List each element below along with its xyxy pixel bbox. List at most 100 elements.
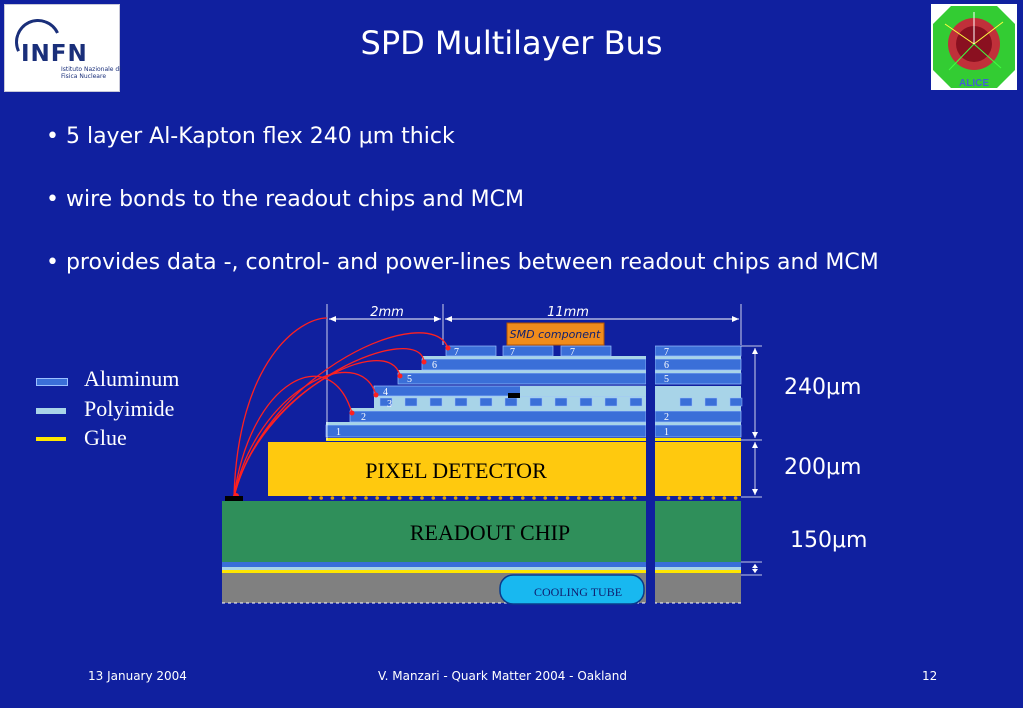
- cooling-tube-label: COOLING TUBE: [534, 585, 622, 599]
- layer-label-2r: 2: [664, 412, 669, 423]
- layer-3-trace: [529, 397, 543, 407]
- section-break: [646, 340, 655, 606]
- bump-bond: [353, 496, 357, 500]
- layer-3-trace: [379, 397, 393, 407]
- bump-bond: [375, 496, 380, 500]
- bump-bond: [588, 496, 592, 500]
- bump-bond: [364, 496, 368, 500]
- alice-logo: ALICE: [931, 4, 1017, 90]
- bus-glue-right: [655, 438, 741, 441]
- legend-swatch-polyimide: [36, 408, 66, 414]
- bump-bonds: [308, 496, 738, 500]
- bump-bond: [442, 496, 447, 500]
- bus-glue-left: [326, 438, 646, 441]
- bus-layers: [325, 345, 743, 438]
- infn-logo: INFN Istituto Nazionale di Fisica Nuclea…: [4, 4, 121, 92]
- bump-bond: [498, 496, 503, 500]
- layer-label-3: 3: [387, 399, 392, 410]
- infn-logo-subtitle: Istituto Nazionale di Fisica Nucleare: [61, 66, 121, 80]
- layer-3-trace: [554, 397, 568, 407]
- legend-label-glue: Glue: [84, 425, 127, 450]
- base-aluminum-left: [222, 562, 646, 567]
- footer-page-number: 12: [922, 669, 938, 683]
- thickness-label-bus: 240μm: [784, 375, 861, 400]
- layer-3-trace: [504, 397, 518, 407]
- cooling-base-right: [655, 573, 741, 603]
- legend-swatch-aluminum: [36, 378, 68, 386]
- base-glue-right: [655, 570, 741, 573]
- slide-title: SPD Multilayer Bus: [360, 24, 663, 62]
- bullet-3: • provides data -, control- and power-li…: [46, 250, 879, 275]
- bump-bond: [431, 496, 436, 500]
- bump-bond: [532, 496, 536, 500]
- bump-bond: [677, 496, 682, 500]
- bump-bond: [397, 496, 402, 500]
- pixel-detector-left: [268, 442, 646, 496]
- bump-bond: [577, 496, 581, 500]
- footer-date: 13 January 2004: [88, 669, 187, 683]
- thickness-label-chip: 150μm: [790, 528, 867, 553]
- readout-chip-right: [655, 501, 741, 562]
- bump-bond: [420, 496, 424, 500]
- layer-label-6: 6: [432, 360, 437, 371]
- footer-author: V. Manzari - Quark Matter 2004 - Oakland: [378, 669, 627, 683]
- layer-label-6r: 6: [664, 360, 669, 371]
- alice-logo-text: ALICE: [959, 78, 989, 89]
- layer-label-4: 4: [383, 387, 388, 398]
- bump-bond: [386, 496, 391, 500]
- base-polyimide-left: [222, 567, 646, 570]
- bump-bond: [565, 496, 570, 500]
- layer-label-7r: 7: [664, 347, 669, 358]
- bump-bond: [319, 496, 324, 500]
- layer-label-7b: 7: [510, 347, 515, 358]
- layer-label-1r: 1: [664, 427, 669, 438]
- bump-bond: [465, 496, 469, 500]
- bump-bond: [666, 496, 671, 500]
- bump-bond: [543, 496, 547, 500]
- bump-bond: [621, 496, 626, 500]
- layer-3-trace: [479, 397, 493, 407]
- bump-bond: [700, 496, 704, 500]
- layer-3-trace: [454, 397, 468, 407]
- bump-bond: [308, 496, 312, 500]
- bullet-1: • 5 layer Al-Kapton flex 240 μm thick: [46, 124, 455, 149]
- layer-label-7c: 7: [570, 347, 575, 358]
- layer-label-5r: 5: [664, 374, 669, 385]
- bump-bond: [409, 496, 413, 500]
- base-aluminum-right: [655, 562, 741, 567]
- layer-3-trace: [629, 397, 643, 407]
- bump-bond: [711, 496, 715, 500]
- layer-label-1: 1: [336, 427, 341, 438]
- readout-chip-label: READOUT CHIP: [410, 520, 570, 545]
- cooling-tube: [499, 574, 645, 605]
- dim-label-2mm: 2mm: [370, 305, 404, 320]
- wire-bonds: [233, 317, 449, 498]
- bump-bond: [554, 496, 559, 500]
- pixel-detector-label: PIXEL DETECTOR: [365, 458, 547, 483]
- dim-label-11mm: 11mm: [547, 305, 589, 320]
- bump-bond: [610, 496, 615, 500]
- bump-bond: [476, 496, 480, 500]
- bump-bond: [689, 496, 693, 500]
- alice-event-display-icon: ALICE: [933, 6, 1015, 89]
- base-glue-left: [222, 570, 646, 573]
- bump-bond: [521, 496, 525, 500]
- bump-bond: [453, 496, 458, 500]
- legend-label-aluminum: Aluminum: [84, 366, 180, 391]
- bump-bond: [633, 496, 637, 500]
- layer-3-trace: [679, 397, 693, 407]
- layer-3-trace: [604, 397, 618, 407]
- layer-3-trace: [429, 397, 443, 407]
- base-polyimide-right: [655, 567, 741, 570]
- legend-swatch-glue: [36, 437, 66, 441]
- bullet-2: • wire bonds to the readout chips and MC…: [46, 187, 524, 212]
- legend-label-polyimide: Polyimide: [84, 396, 175, 421]
- bump-bond: [487, 496, 492, 500]
- bump-bond: [722, 496, 727, 500]
- bump-bond: [509, 496, 514, 500]
- layer-3-trace: [579, 397, 593, 407]
- pixel-detector-right: [655, 442, 741, 496]
- thickness-label-detector: 200μm: [784, 455, 861, 480]
